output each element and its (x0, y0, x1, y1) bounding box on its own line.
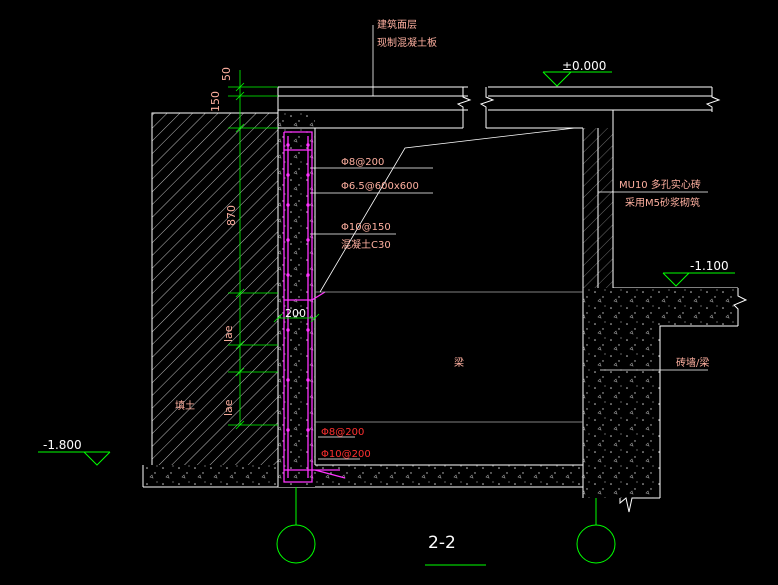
top-slab (277, 86, 721, 129)
left-earth-fill (152, 113, 278, 465)
rebar-note-2: Φ6.5@600x600 (341, 181, 419, 192)
wall-note-line2: 采用M5砂浆砌筑 (625, 196, 700, 209)
axis-circle-left (276, 524, 316, 564)
top-note-line2: 现制混凝土板 (377, 36, 437, 49)
rebar-note-5: Φ8@200 (321, 427, 364, 438)
level-mid-text: -1.100 (690, 259, 729, 273)
right-lower-lines (582, 288, 748, 513)
label-center: 梁 (454, 356, 464, 369)
dim-870: 870 (225, 205, 238, 226)
bottom-slab (143, 465, 583, 487)
level-marker-mid (662, 272, 735, 287)
leader-lines (310, 25, 708, 460)
wall-note-line1: MU10 多孔实心砖 (619, 178, 701, 191)
rebar-dots (286, 143, 310, 432)
left-earth-outline (151, 112, 278, 465)
dim-150: 150 (209, 91, 222, 112)
axis-grid (276, 487, 616, 566)
rebar-note-3: Φ10@150 (341, 222, 391, 233)
dim-lae-lower: lae (222, 399, 235, 416)
dimension-chain (228, 70, 320, 430)
rebar-note-1: Φ8@200 (341, 157, 384, 168)
top-note-line1: 建筑面层 (377, 18, 417, 31)
section-title: 2-2 (428, 533, 456, 553)
level-left-text: -1.800 (43, 438, 82, 452)
level-marker-left (38, 451, 111, 466)
right-lower-wall (583, 288, 660, 498)
label-right-note: 砖墙/梁 (676, 356, 709, 369)
level-top-text: ±0.000 (562, 59, 606, 73)
dim-lae-upper: lae (222, 325, 235, 342)
room-dimension-lines (315, 291, 583, 423)
axis-circle-right (576, 524, 616, 564)
level-marker-top (542, 71, 612, 87)
right-beam (660, 288, 738, 326)
rebar-cage (283, 131, 346, 483)
rebar-note-4: 混凝土C30 (341, 238, 391, 251)
label-soil: 填土 (175, 399, 195, 412)
rebar-note-6: Φ10@200 (321, 449, 371, 460)
dim-200: 200 (285, 307, 306, 320)
dim-50: 50 (220, 67, 233, 81)
